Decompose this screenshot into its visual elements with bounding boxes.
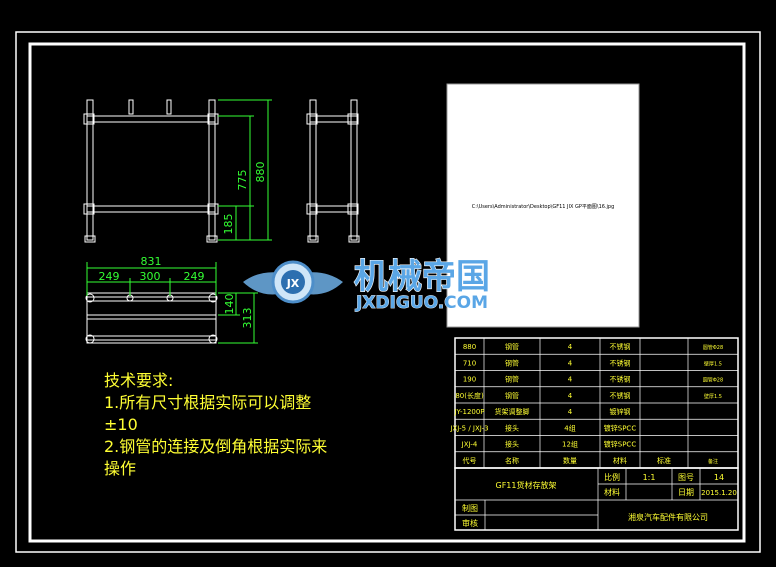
bom-cell: 镀锌SPCC <box>604 440 637 449</box>
image-placeholder-path: C:\Users\Administrator\Desktop\GF11 JIX … <box>472 204 615 210</box>
bom-cell: 接头 <box>505 423 519 432</box>
dim-300: 300 <box>140 270 161 283</box>
dim-185: 185 <box>222 214 235 235</box>
dim-140: 140 <box>223 294 236 315</box>
bom-header-cell: 名称 <box>505 456 519 465</box>
bom-header-cell: 备注 <box>708 458 718 465</box>
bom-cell: 4 <box>568 359 573 367</box>
drafter-label: 制图 <box>462 503 478 513</box>
bom-cell: 不锈钢 <box>610 342 631 351</box>
bom-cell: 710 <box>463 359 476 367</box>
bom-cell: 4 <box>568 408 573 416</box>
bom-header-cell: 材料 <box>613 456 627 465</box>
front-view <box>83 99 219 243</box>
bom-cell: 圆管Φ28 <box>703 377 723 384</box>
bom-cell: JXJ-5 / JXJ-3 <box>449 424 488 432</box>
notes-line-1: 1.所有尺寸根据实际可以调整 <box>104 393 312 412</box>
bom-header-cell: 数量 <box>563 456 577 465</box>
bom-cell: 不锈钢 <box>610 391 631 400</box>
watermark-cn: 机械帝国 <box>354 257 490 297</box>
watermark-en: JXDIGUO.COM <box>355 293 488 313</box>
bom-cell: 钢管 <box>505 358 519 367</box>
technical-notes: 技术要求: 1.所有尺寸根据实际可以调整 ±10 2.钢管的连接及倒角根据实际来… <box>104 370 327 480</box>
bom-cell: 80(长度) <box>455 391 484 400</box>
dim-249-right: 249 <box>184 270 205 283</box>
bom-cell: 880 <box>463 343 476 351</box>
dim-249-left: 249 <box>99 270 120 283</box>
sheet-label: 图号 <box>678 473 694 482</box>
bom-header-cell: 代号 <box>463 456 477 465</box>
bom-cell: 4 <box>568 392 573 400</box>
bom-cell: 190 <box>463 376 476 384</box>
bom-cell: 12组 <box>562 440 578 449</box>
material-label: 材料 <box>604 487 620 497</box>
date-label: 日期 <box>678 488 694 497</box>
side-view <box>306 99 360 243</box>
bom-cell: 圆管Φ28 <box>703 344 723 351</box>
dim-880: 880 <box>254 162 267 183</box>
dim-831: 831 <box>141 255 162 268</box>
date-value: 2015.1.20 <box>701 489 737 497</box>
outer-border <box>15 31 761 553</box>
bom-header-cell: 标准 <box>657 456 671 465</box>
dim-313: 313 <box>241 308 254 329</box>
scale-value: 1:1 <box>643 473 656 482</box>
watermark-badge: JX <box>286 277 300 290</box>
company-name: 湘泉汽车配件有限公司 <box>628 512 708 522</box>
inner-border <box>28 42 746 543</box>
horizontal-dimensions <box>86 262 258 344</box>
top-view <box>85 292 218 344</box>
title-block: GF11货材存放架 比例 1:1 图号 14 材料 日期 2015.1.20 制… <box>454 467 739 531</box>
watermark-logo: JX <box>243 260 343 304</box>
bom-cell: 钢管 <box>505 342 519 351</box>
notes-line-2b: 操作 <box>104 459 137 478</box>
notes-line-2: 2.钢管的连接及倒角根据实际来 <box>104 437 328 456</box>
vertical-dimensions <box>218 99 272 241</box>
dim-775: 775 <box>236 170 249 191</box>
bom-cell: 钢管 <box>505 375 519 384</box>
bom-cell: 壁厚1.5 <box>704 393 722 400</box>
bom-cell: 货架调整脚 <box>495 407 530 416</box>
bom-cell: 镀锌钢 <box>610 407 631 416</box>
drawing-name: GF11货材存放架 <box>496 480 557 490</box>
checker-label: 审核 <box>462 518 478 528</box>
bom-cell: 4 <box>568 343 573 351</box>
bom-cell: 不锈钢 <box>610 358 631 367</box>
notes-title: 技术要求: <box>104 371 174 390</box>
bom-cell: 不锈钢 <box>610 375 631 384</box>
bom-cell: 4组 <box>564 423 575 432</box>
bom-cell: 镀锌SPCC <box>604 423 637 432</box>
scale-label: 比例 <box>604 472 620 482</box>
sheet-value: 14 <box>714 473 724 482</box>
bom-cell: 接头 <box>505 440 519 449</box>
gear-hub-icon <box>281 270 305 294</box>
bom-cell: 钢管 <box>505 391 519 400</box>
image-placeholder <box>446 83 640 328</box>
bom-cell: 4 <box>568 376 573 384</box>
bom-cell: JXJ-4 <box>461 441 478 449</box>
bom-cell: 壁厚1.5 <box>704 360 722 367</box>
bom-cell: JY-1200P <box>453 408 484 416</box>
notes-line-1b: ±10 <box>104 415 138 434</box>
